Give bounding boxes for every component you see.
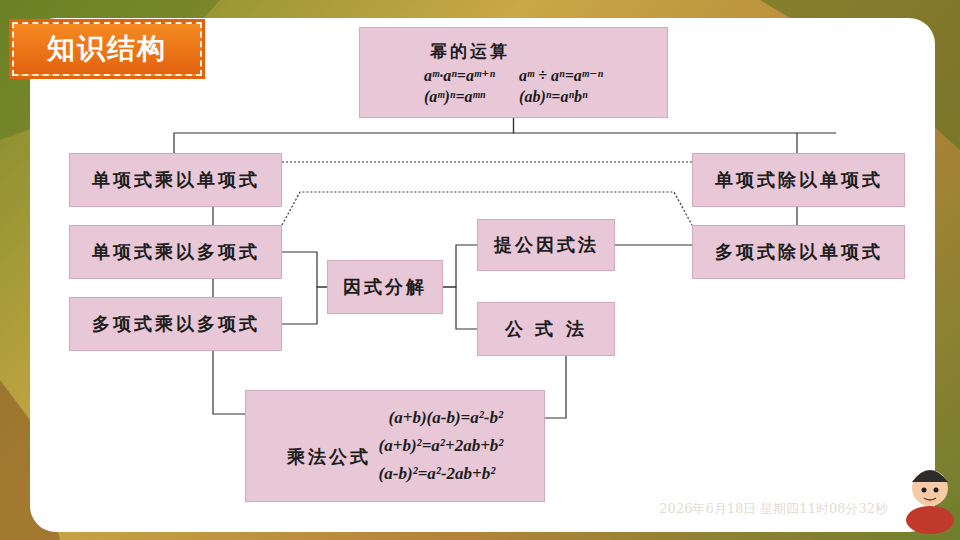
topic-box: 单项式除以单项式 xyxy=(692,153,905,207)
topic-box: 提公因式法 xyxy=(477,219,615,271)
connector-line xyxy=(282,162,692,163)
formula-text: (a-b)²=a²-2ab+b² xyxy=(379,464,504,484)
formula-text: aᵐ·aⁿ=aᵐ⁺ⁿ xyxy=(424,66,495,85)
connector-line xyxy=(514,118,837,153)
formula-text: (ab)ⁿ=aⁿbⁿ xyxy=(519,88,603,106)
box-label: 提公因式法 xyxy=(494,233,599,257)
topic-box: 多项式乘以多项式 xyxy=(69,297,282,351)
box-label: 单项式乘以单项式 xyxy=(92,168,260,192)
connector-line xyxy=(797,207,798,225)
formula-column: (a+b)(a-b)=a²-b² (a+b)²=a²+2ab+b² (a-b)²=a… xyxy=(379,408,504,484)
connector-line xyxy=(213,207,214,225)
connector-line xyxy=(282,252,327,287)
connector-line xyxy=(174,118,514,153)
connector-line xyxy=(443,245,477,287)
connector-line xyxy=(282,287,327,324)
topic-box: 多项式除以单项式 xyxy=(692,225,905,279)
connector-line xyxy=(443,287,477,329)
topic-box: 单项式乘以多项式 xyxy=(69,225,282,279)
box-heading: 幂的运算 xyxy=(424,40,603,63)
formula-text: aᵐ ÷ aⁿ=aᵐ⁻ⁿ xyxy=(519,66,603,85)
section-title: 知识结构 xyxy=(12,22,202,76)
formula-text: (aᵐ)ⁿ=aᵐⁿ xyxy=(424,88,495,106)
box-label: 单项式除以单项式 xyxy=(715,168,883,192)
topic-box: 乘法公式 (a+b)(a-b)=a²-b² (a+b)²=a²+2ab+b² (a-b… xyxy=(245,390,545,502)
connector-line xyxy=(213,351,245,414)
box-heading: 乘法公式 xyxy=(287,445,371,469)
topic-box: 因式分解 xyxy=(327,260,443,314)
timestamp-watermark: 2026年6月18日 星期四11时08分32秒 xyxy=(659,500,888,518)
box-label: 单项式乘以多项式 xyxy=(92,240,260,264)
topic-box: 幂的运算 aᵐ·aⁿ=aᵐ⁺ⁿ aᵐ ÷ aⁿ=aᵐ⁻ⁿ (aᵐ)ⁿ=aᵐⁿ (ab)ⁿ… xyxy=(359,27,668,118)
connector-line xyxy=(545,356,566,418)
connector-line xyxy=(615,245,692,246)
box-label: 多项式乘以多项式 xyxy=(92,312,260,336)
box-label: 因式分解 xyxy=(343,275,427,299)
box-label: 多项式除以单项式 xyxy=(715,240,883,264)
topic-box: 单项式乘以单项式 xyxy=(69,153,282,207)
connector-line xyxy=(213,279,214,297)
topic-box: 公 式 法 xyxy=(477,302,615,356)
formula-text: (a+b)²=a²+2ab+b² xyxy=(379,436,504,456)
content-panel xyxy=(30,18,935,532)
box-label: 公 式 法 xyxy=(505,317,587,341)
cartoon-character xyxy=(906,470,954,534)
formula-text: (a+b)(a-b)=a²-b² xyxy=(389,408,504,428)
